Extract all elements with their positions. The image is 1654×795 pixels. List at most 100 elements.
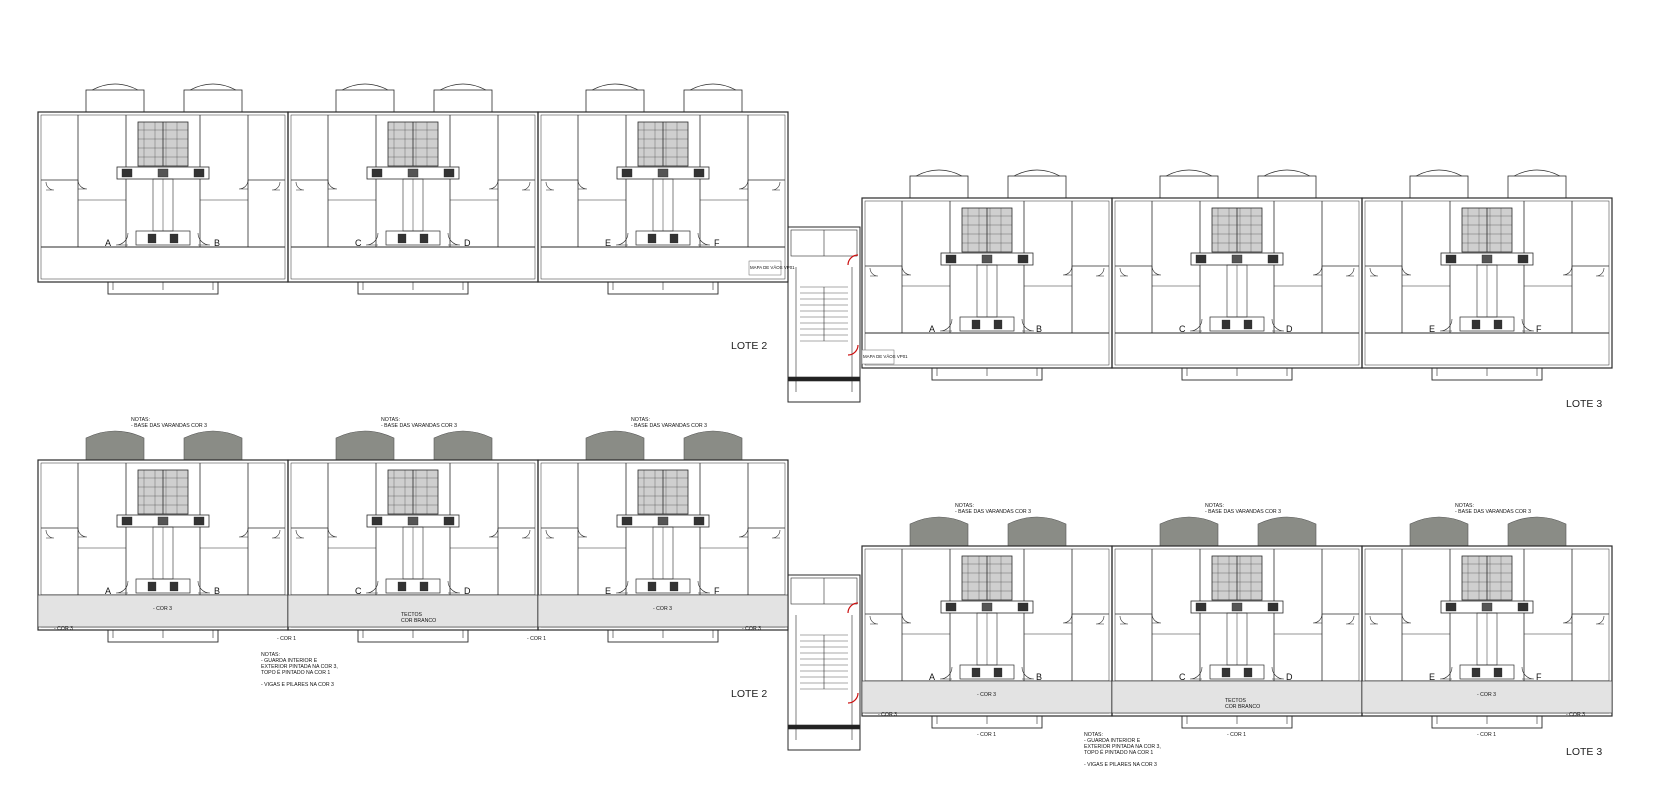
cor1-label: - COR 1 [1227,732,1246,738]
lote-3-label-bottom: LOTE 3 [1566,746,1602,758]
door-swing [1271,318,1285,332]
door-swing [271,181,281,191]
apartment-pair [287,83,539,295]
door-swing [1095,615,1105,625]
gallery-floor [287,594,539,628]
entry-hall [135,578,191,594]
door-swing [488,179,499,190]
fire-door [847,254,859,266]
door-swing [771,529,781,539]
door-swing [1521,318,1535,332]
balcony [433,430,493,461]
balcony [683,430,743,461]
door-swing [1119,615,1129,625]
door-swing [447,232,461,246]
apartment-pair [1361,169,1613,381]
railing-note-line: EXTERIOR PINTADA NA COR 3, [261,664,338,670]
railing-note-line: EXTERIOR PINTADA NA COR 3, [1084,744,1161,750]
entry-hall [635,230,691,246]
apartment-pair [537,430,789,643]
balcony [1007,175,1067,199]
balcony-note: NOTAS: - BASE DAS VARANDAS COR 3 [1205,503,1281,515]
unit-label-f: F [714,586,720,596]
balcony-note-title: NOTAS: [1205,503,1224,509]
balcony-note-title: NOTAS: [1455,503,1474,509]
cor1-label: - COR 1 [527,636,546,642]
balcony [585,89,645,113]
door-swing [115,580,129,594]
apartment-pair [1361,516,1613,729]
balcony-note: NOTAS: - BASE DAS VARANDAS COR 3 [631,417,707,429]
apartment-pair [537,83,789,295]
balcony-rail [1513,169,1561,177]
door-swing [1345,615,1355,625]
cor3-label: - COR 3 [54,626,73,632]
unit-label-d: D [1286,672,1293,682]
door-swing [365,232,379,246]
balcony [85,89,145,113]
door-swing [1151,265,1162,276]
door-swing [1021,318,1035,332]
door-swing [197,232,211,246]
lote-2-label-bottom: LOTE 2 [731,688,767,700]
entry-hall [635,578,691,594]
unit-label-d: D [464,238,471,248]
lote-3-label-top: LOTE 3 [1566,398,1602,410]
building-block [861,169,1613,381]
balcony-rail [1263,169,1311,177]
door-swing [771,181,781,191]
door-swing [327,179,338,190]
balcony [183,89,243,113]
door-swing [488,527,499,538]
door-swing [1312,613,1323,624]
balcony [585,430,645,461]
door-swing [738,179,749,190]
unit-label-c: C [1179,672,1186,682]
railing-note-title: NOTAS: [1084,732,1103,738]
gallery-floor [1111,680,1363,714]
entry-hall [959,664,1015,680]
cor3-label: - COR 3 [878,712,897,718]
balcony-rail [915,169,963,177]
stair-core [787,574,861,751]
balcony-rail [1013,169,1061,177]
railing-note: NOTAS: - GUARDA INTERIOR E EXTERIOR PINT… [261,652,338,688]
door-swing [295,529,305,539]
cor3-label: - COR 3 [977,692,996,698]
stair-tag-top-text: MAPA DE VÃOS VP01 [750,265,795,270]
door-swing [545,529,555,539]
balcony [433,89,493,113]
balcony [1159,175,1219,199]
unit-label-e: E [1429,672,1435,682]
door-swing [1562,265,1573,276]
door-swing [1595,267,1605,277]
balcony [1409,175,1469,199]
unit-label-b: B [1036,324,1042,334]
door-swing [45,529,55,539]
cor3-label: - COR 3 [653,606,672,612]
door-swing [238,179,249,190]
cor1-label: - COR 1 [1477,732,1496,738]
building-block [37,83,789,295]
balcony [1257,516,1317,547]
railing-note: NOTAS: - GUARDA INTERIOR E EXTERIOR PINT… [1084,732,1161,768]
door-swing [77,179,88,190]
cor-branco-label: COR BRANCO [1225,704,1260,710]
balcony [683,89,743,113]
stair-tag-bottom-text: MAPA DE VÃOS VP01 [863,354,908,359]
balcony [909,516,969,547]
tectos-label: TECTOS [401,612,422,618]
unit-label-a: A [929,324,935,334]
entry-hall [1209,664,1265,680]
stair-cores [787,226,861,751]
railing-note-title: NOTAS: [261,652,280,658]
unit-label-e: E [605,586,611,596]
door-swing [615,580,629,594]
balcony-rail [189,83,237,91]
door-swing [1312,265,1323,276]
unit-label-a: A [929,672,935,682]
stair-core [787,226,861,403]
door-swing [365,580,379,594]
door-swing [1562,613,1573,624]
balcony [335,89,395,113]
